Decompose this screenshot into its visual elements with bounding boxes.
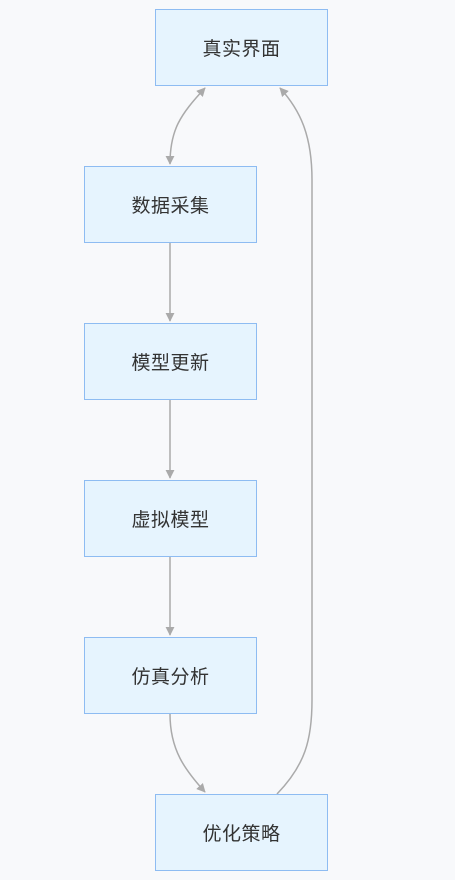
edge-opt-real bbox=[276, 87, 313, 795]
node-label: 模型更新 bbox=[131, 352, 210, 374]
node-model-update: 模型更新 bbox=[84, 323, 257, 400]
node-label: 真实界面 bbox=[202, 38, 281, 60]
node-simulation-analysis: 仿真分析 bbox=[84, 637, 257, 714]
node-data-collection: 数据采集 bbox=[84, 166, 257, 243]
node-label: 仿真分析 bbox=[131, 666, 210, 688]
node-virtual-model: 虚拟模型 bbox=[84, 480, 257, 557]
node-optimization-strategy: 优化策略 bbox=[155, 794, 328, 871]
edge-real-data bbox=[165, 87, 206, 165]
node-label: 数据采集 bbox=[131, 195, 210, 217]
node-label: 优化策略 bbox=[202, 823, 281, 845]
node-real-interface: 真实界面 bbox=[155, 9, 328, 86]
edge-sim-opt bbox=[169, 713, 206, 793]
node-label: 虚拟模型 bbox=[131, 509, 210, 531]
